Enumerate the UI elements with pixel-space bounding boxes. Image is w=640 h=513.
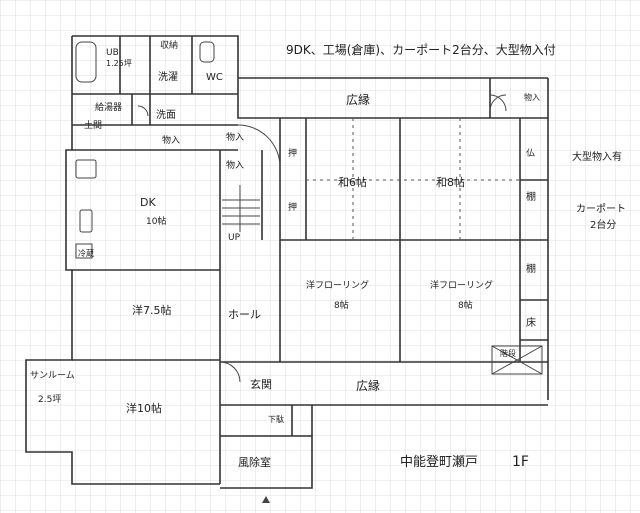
room-dk-size: 10帖 — [146, 215, 166, 227]
room-washitsu-8: 和8帖 — [436, 176, 465, 189]
room-engawa-top: 広縁 — [346, 92, 370, 107]
side-note-carport-1: カーポート — [576, 203, 626, 215]
room-dk: DK — [140, 196, 156, 209]
room-butsu: 仏 — [526, 148, 535, 159]
room-sunroom-size: 2.5坪 — [38, 394, 61, 405]
room-floor-8a: 洋フローリング — [306, 279, 369, 291]
room-tana-2: 棚 — [526, 262, 536, 275]
room-western-10: 洋10帖 — [126, 401, 162, 415]
side-note-carport-2: 2台分 — [590, 218, 616, 231]
room-water-heater: 給湯器 — [95, 101, 122, 113]
room-ub-size: 1.25坪 — [106, 59, 132, 68]
plan-title: 9DK、工場(倉庫)、カーポート2台分、大型物入付 — [286, 42, 556, 57]
room-mono-3: 物入 — [226, 159, 244, 171]
room-windbreak: 風除室 — [238, 455, 271, 469]
room-senmen: 洗面 — [156, 109, 176, 121]
fixtures — [75, 41, 543, 375]
entrance-arrow-icon — [262, 496, 270, 503]
side-note-storage: 大型物入有 — [572, 150, 622, 163]
room-laundry: 洗濯 — [158, 71, 178, 83]
partition-dashes — [306, 118, 520, 240]
room-mono-right: 物入 — [524, 92, 540, 102]
walls — [25, 35, 549, 489]
room-engawa-bottom: 広縁 — [356, 378, 380, 393]
staircase — [222, 185, 260, 232]
location-label: 中能登町瀬戸 — [400, 455, 478, 470]
room-oshi-1: 押 — [288, 147, 297, 159]
room-storage-top: 収納 — [160, 39, 178, 51]
room-hall: ホール — [228, 308, 261, 321]
room-wc: WC — [206, 72, 223, 83]
room-western-7: 洋7.5帖 — [132, 303, 172, 317]
room-tana-1: 棚 — [526, 190, 536, 203]
room-sunroom: サンルーム — [30, 370, 75, 381]
door-swings — [137, 94, 507, 383]
room-mono-2: 物入 — [226, 131, 244, 143]
room-yuka: 床 — [526, 316, 536, 329]
room-genkan: 玄関 — [250, 377, 272, 391]
room-mono-1: 物入 — [162, 134, 180, 146]
stair-up: UP — [228, 233, 241, 243]
room-floor-8b-size: 8帖 — [458, 299, 473, 311]
room-oshi-2: 押 — [288, 201, 297, 213]
room-floor-8a-size: 8帖 — [334, 299, 349, 311]
labels: 9DK、工場(倉庫)、カーポート2台分、大型物入付 中能登町瀬戸 1F 大型物入… — [30, 39, 626, 470]
room-ub: UB — [106, 48, 119, 58]
room-floor-8b: 洋フローリング — [430, 279, 493, 291]
floor-label: 1F — [512, 454, 529, 470]
room-kaidan: 階段 — [500, 348, 516, 358]
room-shoebox: 下駄 — [268, 414, 284, 424]
room-doma: 土間 — [84, 119, 102, 131]
room-fridge: 冷蔵 — [78, 248, 94, 258]
room-washitsu-6: 和6帖 — [338, 176, 367, 189]
